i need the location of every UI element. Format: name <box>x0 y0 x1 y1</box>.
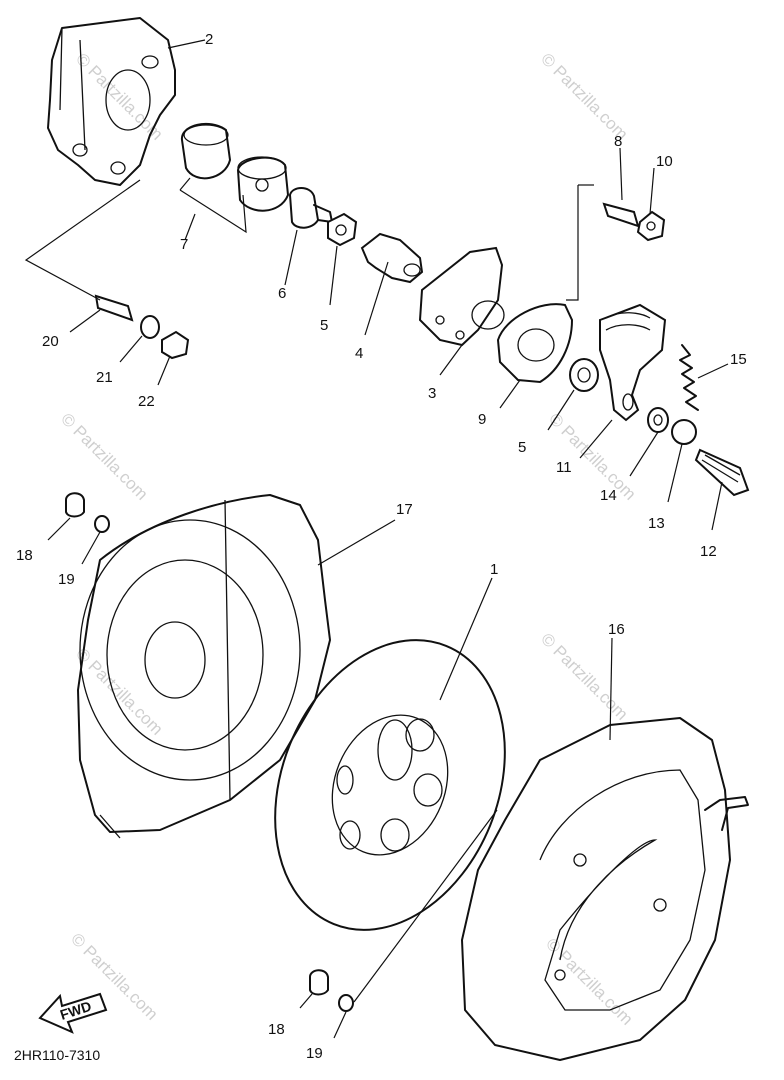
part-4-cam <box>360 232 424 284</box>
part-20-stud <box>94 294 134 322</box>
leader-lines <box>24 39 729 1039</box>
part-2-housing <box>47 17 176 186</box>
label-part-5-lower: 5 <box>518 439 526 456</box>
part-6-shaft <box>288 187 333 229</box>
label-part-4: 4 <box>355 345 363 362</box>
part-18-bolt-lower <box>309 969 329 996</box>
part-18-bolt-upper <box>65 492 85 518</box>
watermark-text: © Partzilla.com <box>545 409 639 503</box>
part-10-nut <box>636 210 666 242</box>
part-12-bolt <box>694 448 750 497</box>
diagram-code: 2HR110-7310 <box>14 1047 100 1063</box>
part-5-nut-upper <box>327 212 358 247</box>
fwd-arrow-icon: FWD <box>38 992 108 1034</box>
label-part-14: 14 <box>600 487 617 504</box>
part-11-lever <box>599 303 667 422</box>
part-7-caps <box>180 122 290 212</box>
watermark-text: © Partzilla.com <box>542 934 636 1028</box>
part-9-gasket <box>496 303 574 384</box>
watermark-text: © Partzilla.com <box>537 629 631 723</box>
part-3-plate <box>418 246 505 347</box>
label-part-19-lower: 19 <box>306 1045 323 1062</box>
label-part-18-lower: 18 <box>268 1021 285 1038</box>
label-part-2: 2 <box>205 31 213 48</box>
label-part-12: 12 <box>700 543 717 560</box>
label-part-18-upper: 18 <box>16 547 33 564</box>
part-16-cover <box>461 717 749 1061</box>
part-14-washer <box>647 407 669 433</box>
label-part-22: 22 <box>138 393 155 410</box>
label-part-1: 1 <box>490 561 498 578</box>
part-22-nut <box>161 330 190 360</box>
part-19-washer-upper <box>94 515 110 533</box>
label-part-20: 20 <box>42 333 59 350</box>
label-part-7: 7 <box>180 236 188 253</box>
label-part-3: 3 <box>428 385 436 402</box>
part-8-stud <box>602 202 640 228</box>
part-19-washer-lower <box>338 994 354 1012</box>
label-part-19-upper: 19 <box>58 571 75 588</box>
part-21-washer <box>140 315 160 339</box>
label-part-16: 16 <box>608 621 625 638</box>
part-5-bearing-lower <box>569 358 599 392</box>
label-part-17: 17 <box>396 501 413 518</box>
part-labels: 2 7 6 5 4 3 9 5 11 14 13 12 15 8 10 20 2… <box>16 31 747 1062</box>
part-13-collar <box>671 419 697 445</box>
watermark-text: © Partzilla.com <box>57 409 151 503</box>
label-part-13: 13 <box>648 515 665 532</box>
label-part-10: 10 <box>656 153 673 170</box>
label-part-21: 21 <box>96 369 113 386</box>
label-part-5-upper: 5 <box>320 317 328 334</box>
watermarks: © Partzilla.com © Partzilla.com © Partzi… <box>57 49 639 1028</box>
label-part-9: 9 <box>478 411 486 428</box>
part-1-disc <box>274 639 506 931</box>
part-17-backing-plate <box>77 494 331 839</box>
label-part-6: 6 <box>278 285 286 302</box>
part-15-spring <box>679 344 699 411</box>
label-part-11: 11 <box>556 459 572 476</box>
watermark-text: © Partzilla.com <box>537 49 631 143</box>
label-part-15: 15 <box>730 351 747 368</box>
label-part-8: 8 <box>614 133 622 150</box>
